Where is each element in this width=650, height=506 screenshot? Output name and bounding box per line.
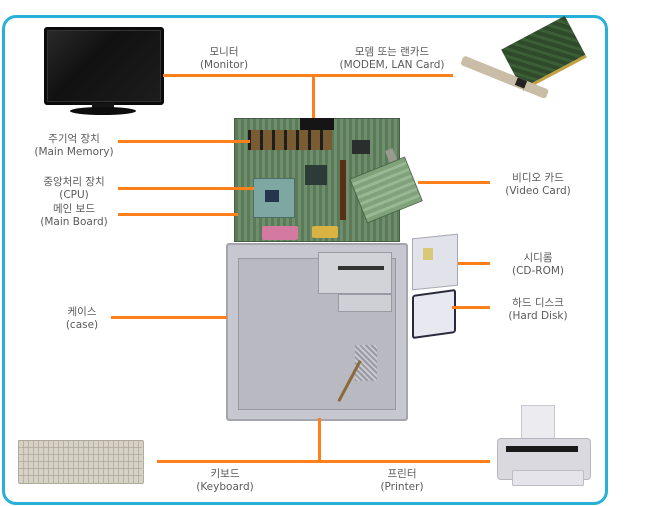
printer-slot bbox=[506, 446, 578, 452]
label-printer-en: (Printer) bbox=[380, 481, 424, 493]
printer-tray bbox=[512, 470, 584, 486]
diagram-frame bbox=[2, 15, 608, 505]
drive-bay-lower bbox=[338, 294, 392, 312]
label-cpu: 중앙처리 장치 (CPU) bbox=[43, 176, 104, 202]
label-video-card: 비디오 카드 (Video Card) bbox=[505, 172, 571, 198]
label-main-board-en: (Main Board) bbox=[40, 216, 108, 228]
drive-bay-upper bbox=[318, 252, 392, 294]
cdrom-label bbox=[423, 248, 433, 260]
printer-paper-feed bbox=[521, 405, 555, 441]
label-case: 케이스 (case) bbox=[66, 306, 98, 332]
label-keyboard-en: (Keyboard) bbox=[196, 481, 254, 493]
chipset-secondary bbox=[352, 140, 370, 154]
ram-icon bbox=[248, 130, 332, 150]
connector-main-memory bbox=[118, 140, 250, 143]
connector-hard-disk bbox=[452, 306, 490, 309]
connector-top-vertical bbox=[312, 74, 315, 118]
label-hard-disk-en: (Hard Disk) bbox=[508, 310, 568, 322]
label-hard-disk-ko: 하드 디스크 bbox=[512, 297, 564, 309]
monitor-neck bbox=[92, 103, 114, 108]
label-monitor: 모니터 (Monitor) bbox=[200, 46, 248, 72]
label-monitor-ko: 모니터 bbox=[209, 46, 239, 58]
label-cpu-en: (CPU) bbox=[59, 189, 89, 201]
serial-port bbox=[312, 226, 338, 238]
label-modem-lan-ko: 모뎀 또는 랜카드 bbox=[354, 46, 430, 58]
label-keyboard-ko: 키보드 bbox=[210, 468, 240, 480]
case-vent bbox=[355, 345, 377, 381]
drive-bay-slot bbox=[338, 266, 384, 270]
chipset bbox=[305, 165, 327, 185]
label-modem-lan-en: (MODEM, LAN Card) bbox=[339, 59, 445, 71]
label-main-memory-ko: 주기억 장치 bbox=[48, 133, 100, 145]
connector-case bbox=[111, 316, 227, 319]
label-hard-disk: 하드 디스크 (Hard Disk) bbox=[508, 297, 567, 323]
label-main-memory: 주기억 장치 (Main Memory) bbox=[34, 133, 113, 159]
label-cpu-ko: 중앙처리 장치 bbox=[43, 176, 105, 188]
label-keyboard: 키보드 (Keyboard) bbox=[196, 468, 254, 494]
connector-bottom-vertical bbox=[318, 418, 321, 461]
label-video-card-ko: 비디오 카드 bbox=[512, 172, 564, 184]
monitor-base bbox=[70, 107, 136, 115]
label-cdrom: 시디롬 (CD-ROM) bbox=[512, 252, 564, 278]
connector-top-horizontal bbox=[163, 74, 453, 77]
label-printer: 프린터 (Printer) bbox=[380, 468, 423, 494]
label-modem-lan: 모뎀 또는 랜카드 (MODEM, LAN Card) bbox=[340, 46, 445, 72]
label-case-ko: 케이스 bbox=[67, 306, 97, 318]
hard-disk-icon bbox=[412, 288, 456, 340]
connector-video-card bbox=[418, 181, 490, 184]
parallel-port bbox=[262, 226, 298, 240]
label-main-board: 메인 보드 (Main Board) bbox=[40, 203, 107, 229]
connector-cpu bbox=[118, 187, 254, 190]
label-main-board-ko: 메인 보드 bbox=[53, 203, 95, 215]
keyboard-keys bbox=[18, 440, 142, 482]
label-printer-ko: 프린터 bbox=[387, 468, 417, 480]
cdrom-drive bbox=[412, 233, 458, 291]
label-cdrom-en: (CD-ROM) bbox=[511, 265, 565, 277]
label-video-card-en: (Video Card) bbox=[505, 185, 571, 197]
connector-cdrom bbox=[458, 262, 490, 265]
label-cdrom-ko: 시디롬 bbox=[523, 252, 553, 264]
label-case-en: (case) bbox=[65, 319, 99, 331]
label-main-memory-en: (Main Memory) bbox=[34, 146, 114, 158]
connector-main-board bbox=[118, 213, 238, 216]
monitor-screen bbox=[44, 27, 164, 105]
cpu-core bbox=[265, 190, 279, 202]
agp-slot bbox=[340, 160, 346, 220]
motherboard-io bbox=[300, 118, 334, 130]
label-monitor-en: (Monitor) bbox=[199, 59, 249, 71]
connector-bottom-horizontal bbox=[157, 460, 490, 463]
